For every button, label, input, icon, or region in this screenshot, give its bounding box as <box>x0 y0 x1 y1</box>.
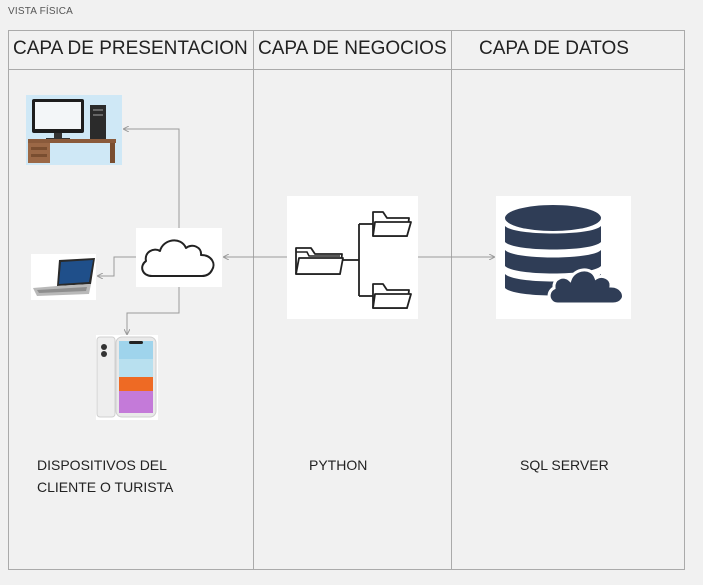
column-title-presentacion: CAPA DE PRESENTACION <box>13 38 248 59</box>
column-divider <box>451 30 452 570</box>
caption-line: SQL SERVER <box>520 457 609 473</box>
caption-datos: SQL SERVER <box>520 454 609 476</box>
desktop-computer-icon <box>26 95 122 165</box>
frame-title: VISTA FÍSICA <box>8 6 74 17</box>
cloud-icon <box>136 228 222 287</box>
laptop-icon <box>31 254 96 300</box>
column-title-datos: CAPA DE DATOS <box>479 38 629 59</box>
header-row <box>8 30 685 70</box>
database-cloud-icon <box>496 196 631 319</box>
caption-line: DISPOSITIVOS DEL <box>37 457 167 473</box>
smartphone-icon <box>96 335 158 420</box>
caption-line: PYTHON <box>309 457 368 473</box>
folder-tree-icon <box>287 196 418 319</box>
column-title-negocios: CAPA DE NEGOCIOS <box>258 38 447 59</box>
caption-negocios: PYTHON <box>309 454 367 476</box>
column-divider <box>253 30 254 570</box>
caption-line: CLIENTE O TURISTA <box>37 479 174 495</box>
caption-presentacion: DISPOSITIVOS DEL CLIENTE O TURISTA <box>37 454 173 498</box>
